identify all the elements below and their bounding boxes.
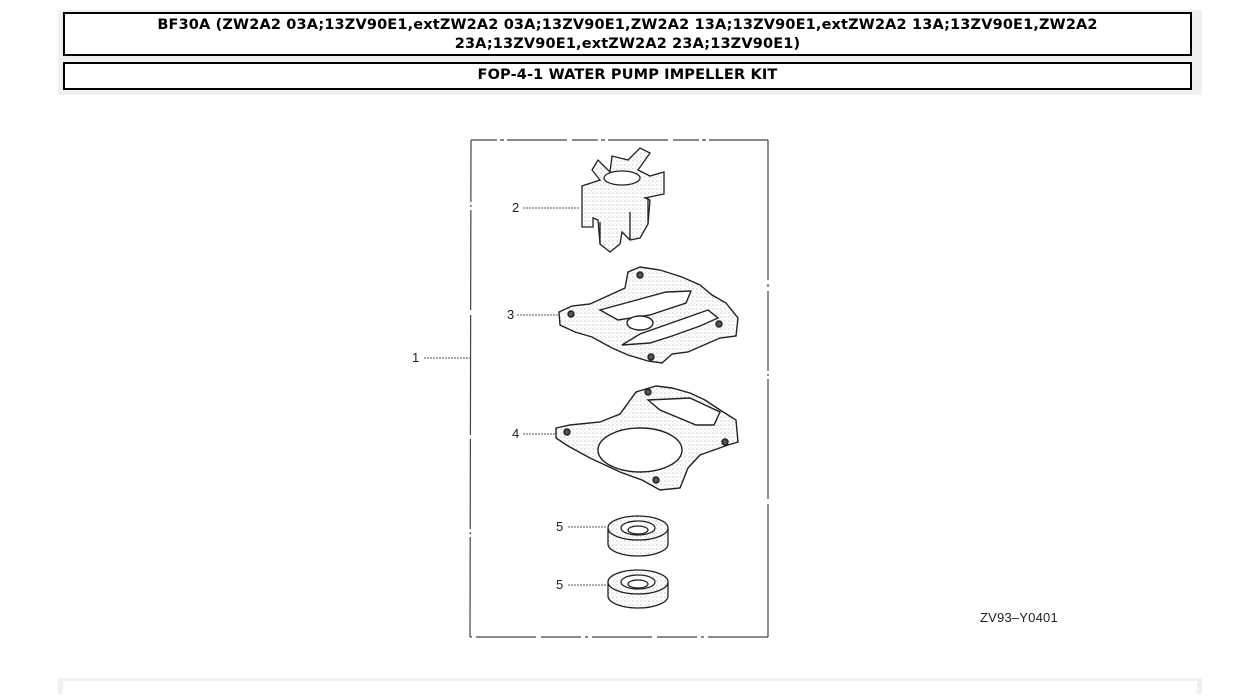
impeller-icon [581,147,665,253]
callout-3: 3 [507,307,515,322]
plate-gasket-icon [558,266,739,364]
model-title: BF30A (ZW2A2 03A;13ZV90E1,extZW2A2 03A;1… [63,12,1192,56]
callout-4: 4 [512,426,520,441]
figure-code: ZV93–Y0401 [980,610,1058,625]
housing-gasket-icon [555,385,739,491]
callout-5-lower: 5 [556,577,564,592]
callout-1: 1 [412,350,420,365]
callout-5-upper: 5 [556,519,564,534]
kit-frame [469,139,769,638]
oil-seal-upper-icon [607,515,669,557]
header-panel: BF30A (ZW2A2 03A;13ZV90E1,extZW2A2 03A;1… [58,10,1202,95]
parts-table-top [58,678,1202,694]
callout-2: 2 [512,200,520,215]
section-title: FOP-4-1 WATER PUMP IMPELLER KIT [63,62,1192,90]
parts-table-body [63,681,1197,694]
oil-seal-lower-icon [607,569,669,609]
